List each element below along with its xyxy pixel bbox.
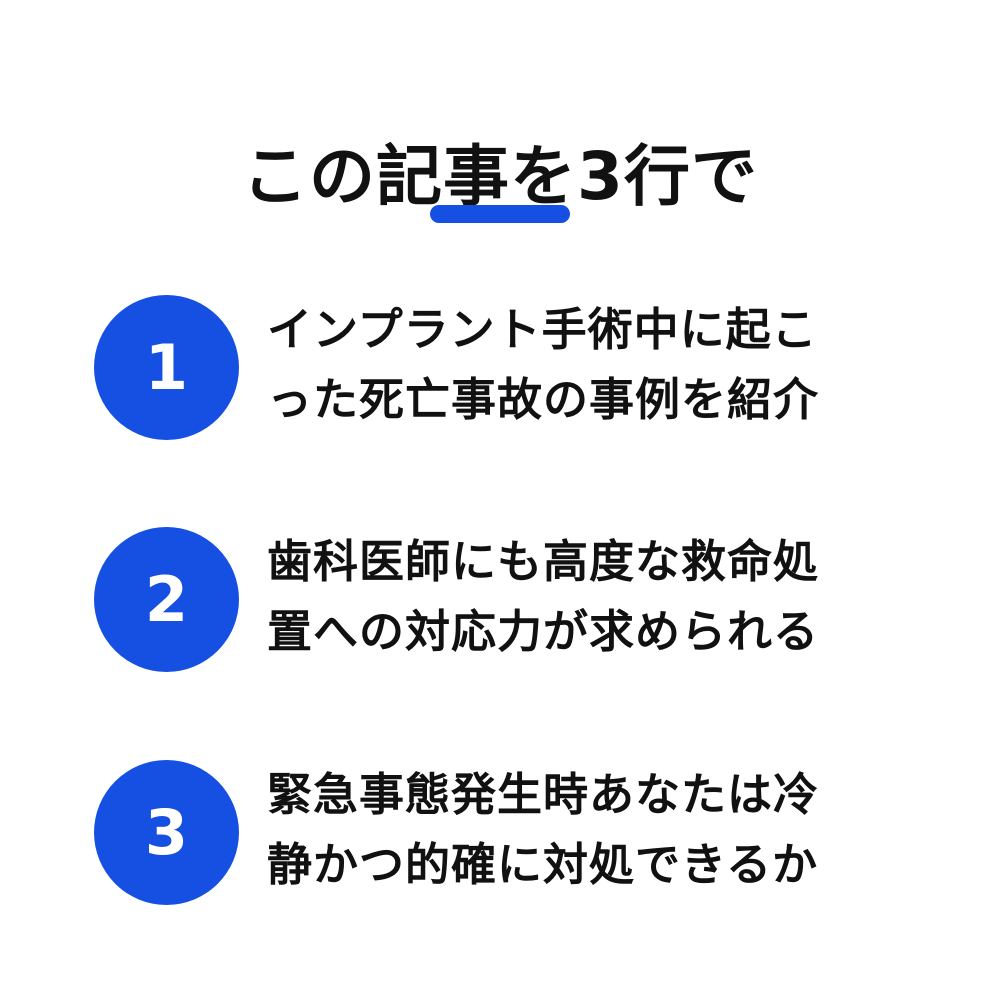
summary-text: 歯科医師にも高度な救命処 置への対応力が求められる: [267, 527, 947, 667]
number-badge: 2: [94, 527, 239, 672]
summary-line-2: 置への対応力が求められる: [267, 605, 820, 658]
summary-item-2: 2 歯科医師にも高度な救命処 置への対応力が求められる: [94, 527, 954, 677]
title-underline: [430, 205, 570, 223]
summary-item-1: 1 インプラント手術中に起こ った死亡事故の事例を紹介: [94, 295, 954, 445]
summary-line-1: 緊急事態発生時あなたは冷: [267, 768, 820, 821]
summary-item-3: 3 緊急事態発生時あなたは冷 静かつ的確に対処できるか: [94, 760, 954, 910]
number-badge: 3: [94, 760, 239, 905]
summary-text: 緊急事態発生時あなたは冷 静かつ的確に対処できるか: [267, 760, 947, 900]
page-title: この記事を3行で: [242, 138, 758, 216]
summary-line-2: った死亡事故の事例を紹介: [267, 373, 820, 426]
number-badge: 1: [94, 295, 239, 440]
summary-line-2: 静かつ的確に対処できるか: [267, 838, 819, 891]
summary-text: インプラント手術中に起こ った死亡事故の事例を紹介: [267, 295, 947, 435]
summary-line-1: インプラント手術中に起こ: [267, 303, 818, 356]
summary-line-1: 歯科医師にも高度な救命処: [267, 535, 820, 588]
